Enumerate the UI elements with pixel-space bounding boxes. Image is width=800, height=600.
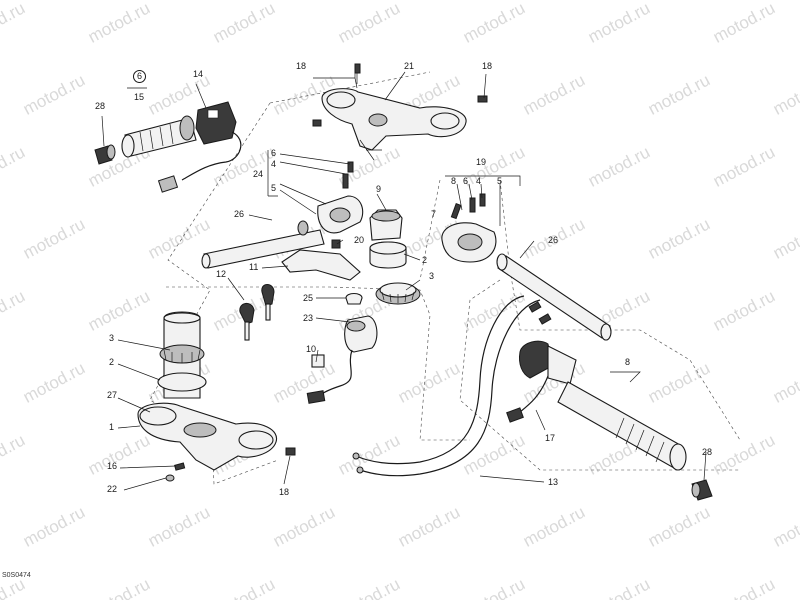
callout-23: 23 (303, 313, 314, 323)
callout-10: 10 (306, 344, 317, 354)
callout-17: 17 (545, 433, 556, 443)
callout-19: 19 (476, 157, 487, 167)
callout-3-lower: 3 (109, 333, 115, 343)
callout-16: 16 (107, 461, 118, 471)
callout-12: 12 (216, 269, 227, 279)
callout-21: 21 (404, 61, 415, 71)
callout-5-left-clamp: 5 (271, 183, 277, 193)
steering-stem (157, 311, 207, 399)
throttle-housing (519, 340, 577, 385)
callout-9: 9 (376, 184, 382, 194)
right-handlebar-tube (496, 253, 612, 341)
ignition-keys (239, 284, 275, 341)
callout-1: 1 (109, 422, 115, 432)
callout-2-centre: 2 (422, 255, 428, 265)
callout-20: 20 (354, 235, 365, 245)
callout-2-lower: 2 (109, 357, 115, 367)
callout-8-right: 8 (625, 357, 631, 367)
left-handlebar-tube (201, 220, 325, 269)
leader-lines (101, 68, 707, 491)
callout-18-top-left: 18 (296, 61, 307, 71)
throttle-cables (352, 295, 552, 477)
callout-26-right: 26 (548, 235, 559, 245)
upper-triple-clamp (321, 88, 467, 161)
stem-nut (369, 209, 403, 241)
callout-27: 27 (107, 390, 118, 400)
callout-28-left: 28 (95, 101, 106, 111)
callout-6-right-clamp: 6 (463, 176, 469, 186)
small-parts-lower (165, 447, 296, 482)
lower-triple-clamp (137, 402, 278, 471)
callout-6-circled: 6 (133, 70, 146, 83)
ignition-switch (306, 292, 378, 404)
bolts-18-top (312, 63, 488, 127)
callout-5-right-clamp: 5 (497, 176, 503, 186)
callout-11: 11 (249, 262, 259, 272)
drawing-code: S0S0474 (2, 572, 31, 579)
right-clip-on (441, 193, 497, 263)
callout-4-left-clamp: 4 (271, 159, 277, 169)
dust-seal-centre (369, 241, 407, 269)
callout-28-right: 28 (702, 447, 713, 457)
callout-4-right-clamp: 4 (476, 176, 482, 186)
callout-15: 15 (134, 92, 145, 102)
left-switch-housing (157, 101, 242, 193)
callout-24: 24 (253, 169, 264, 179)
grip-end-weight-left (94, 144, 116, 165)
callout-18-top-right: 18 (482, 61, 493, 71)
grip-end-weight-right (691, 479, 713, 501)
callout-22: 22 (107, 484, 118, 494)
left-clip-on (317, 161, 364, 234)
callout-18-lower: 18 (279, 487, 290, 497)
callout-25: 25 (303, 293, 314, 303)
bearing-centre (375, 282, 421, 305)
callout-3-centre: 3 (429, 271, 435, 281)
bracket-11 (281, 239, 361, 281)
callout-14: 14 (193, 69, 204, 79)
left-grip (121, 115, 197, 158)
callout-13: 13 (548, 477, 559, 487)
callout-6-left-clamp: 6 (271, 148, 277, 158)
assembly-outline (149, 71, 741, 485)
right-grip (557, 381, 687, 471)
callout-26-left: 26 (234, 209, 245, 219)
callout-7: 7 (431, 209, 437, 219)
callout-8-right-clamp: 8 (451, 176, 457, 186)
